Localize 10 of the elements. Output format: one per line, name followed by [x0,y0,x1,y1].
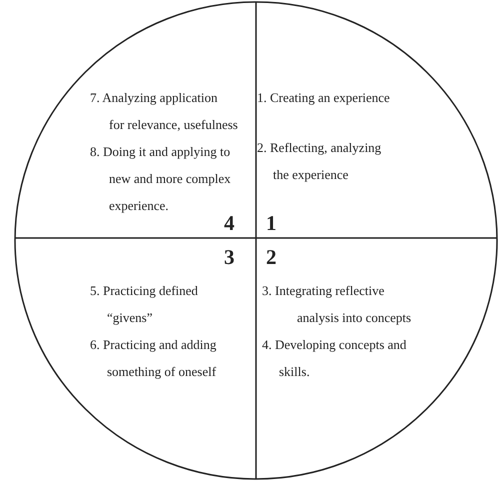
stage-text: 5. Practicing defined “givens” [90,282,198,327]
stage-text: 7. Analyzing application for relevance, usefulness [90,89,238,134]
quadrant-number: 2 [266,245,276,269]
stage-text: 1. Creating an experience [257,89,390,107]
stage-text: 2. Reflecting, analyzing the experience [257,139,382,184]
stage-text: 3. Integrating reflective analysis into concepts [262,282,412,327]
stage-text: 4. Developing concepts and skills. [262,336,406,381]
quadrant-number: 3 [224,245,234,269]
stage-text: 6. Practicing and adding something of oneself [90,336,216,381]
quadrant-number: 1 [266,211,276,235]
